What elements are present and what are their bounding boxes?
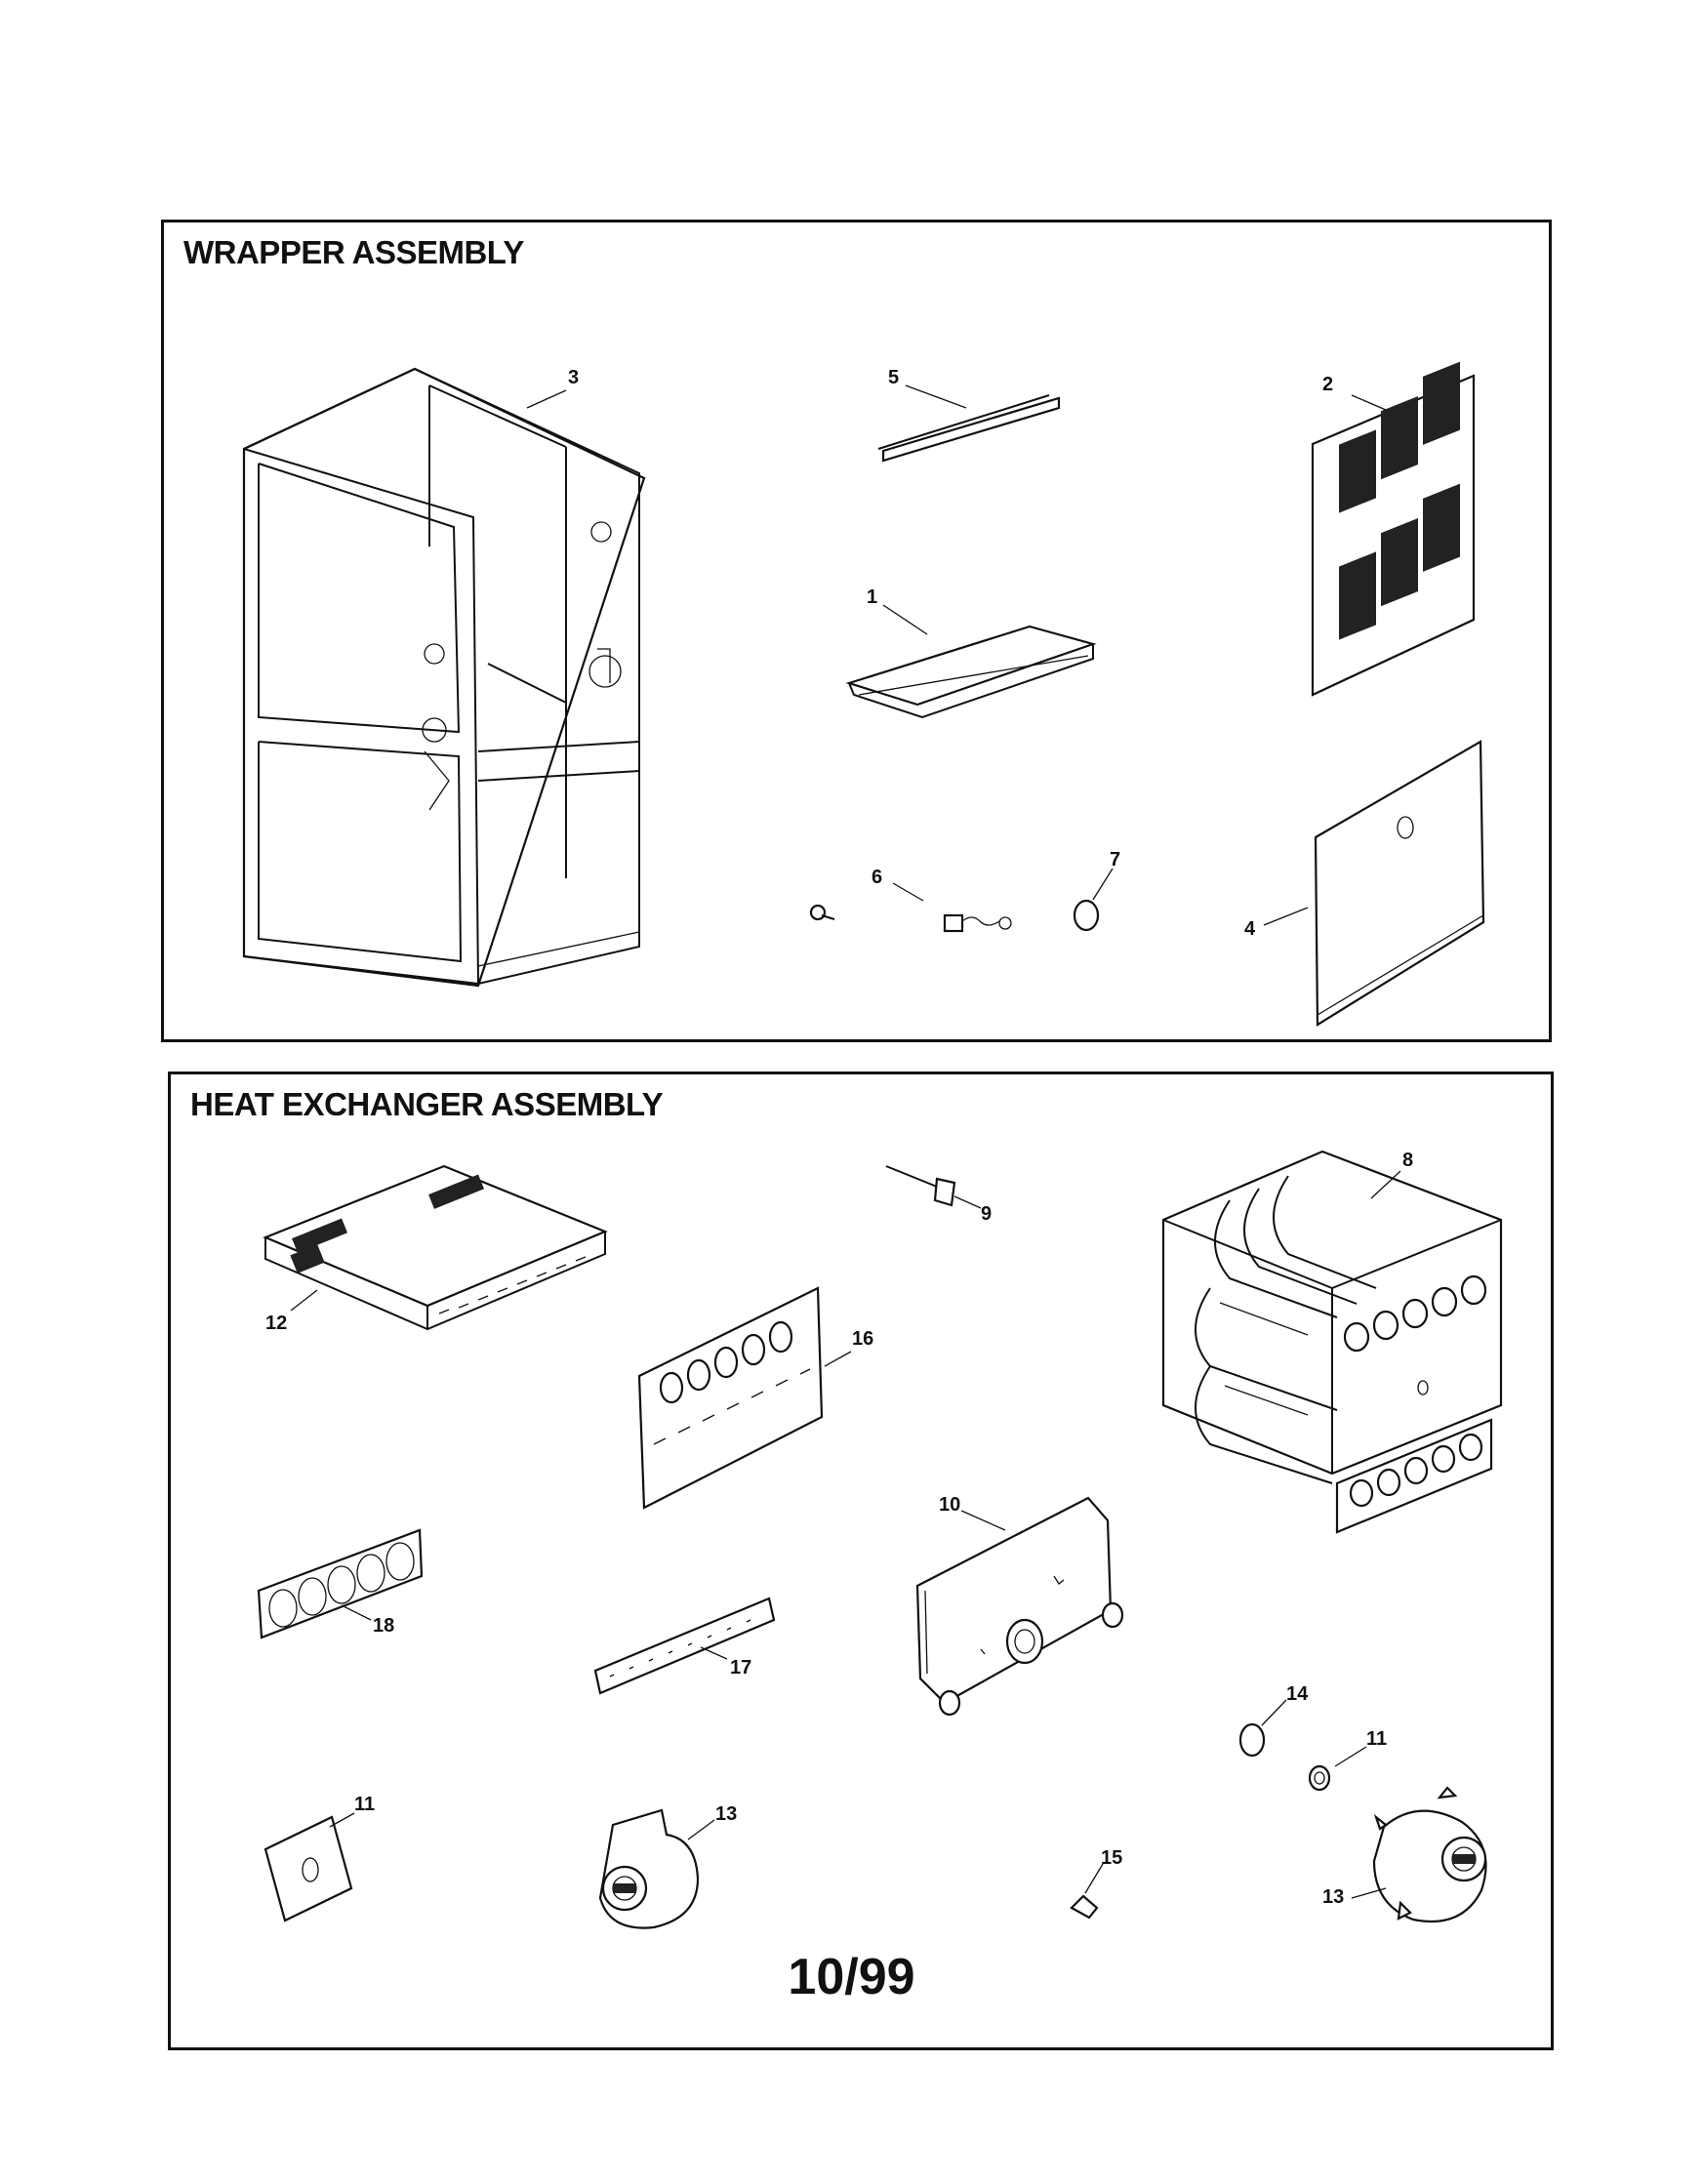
part-15-clip [1070, 1894, 1099, 1920]
part-13-inducer-left [598, 1808, 700, 1929]
callout-15: 15 [1084, 1847, 1122, 1894]
part-12-burner-box [263, 1164, 608, 1331]
callout-14: 14 [1261, 1683, 1309, 1726]
svg-text:10: 10 [939, 1494, 960, 1516]
part-14-gasket-ring [1238, 1722, 1266, 1758]
hx-port-row-lower [1349, 1433, 1483, 1508]
callout-13-left: 13 [687, 1803, 737, 1840]
svg-text:18: 18 [373, 1615, 394, 1637]
part-9-sensor-probe [885, 1165, 956, 1207]
svg-text:3: 3 [568, 367, 579, 388]
part-13-inducer-right [1372, 1786, 1487, 1923]
svg-text:17: 17 [730, 1657, 751, 1678]
callout-6: 6 [872, 867, 924, 902]
part-1-blower-deck [845, 625, 1097, 719]
callout-17: 17 [700, 1646, 751, 1678]
part-5-top-rail [877, 394, 1061, 463]
svg-text:6: 6 [872, 867, 882, 888]
svg-text:15: 15 [1101, 1847, 1122, 1869]
svg-text:14: 14 [1286, 1683, 1309, 1705]
svg-text:11: 11 [354, 1794, 375, 1815]
svg-text:16: 16 [852, 1328, 873, 1350]
svg-text:11: 11 [1366, 1728, 1387, 1750]
wrapper-assembly-panel: WRAPPER ASSEMBLY [161, 220, 1552, 1042]
callout-13-right: 13 [1322, 1886, 1387, 1908]
svg-text:12: 12 [265, 1313, 287, 1334]
callout-3: 3 [526, 367, 579, 409]
svg-text:8: 8 [1402, 1150, 1413, 1171]
callout-5: 5 [888, 367, 967, 409]
page-number: 10/99 [788, 1949, 915, 2005]
part-8-heat-exchanger [1161, 1150, 1503, 1534]
part-6-latch-hardware [809, 904, 1012, 933]
callout-4: 4 [1244, 907, 1309, 940]
callout-9: 9 [953, 1195, 992, 1225]
part-2-grille-door [1311, 361, 1476, 697]
callout-2: 2 [1322, 374, 1387, 411]
part-7-plug [1073, 899, 1100, 932]
part-17-manifold-strip [593, 1597, 776, 1695]
part-4-blower-door [1314, 740, 1485, 1027]
part-18-gasket [257, 1528, 424, 1639]
hx-port-row-upper [1343, 1274, 1487, 1353]
callout-7: 7 [1092, 849, 1120, 901]
svg-text:2: 2 [1322, 374, 1333, 395]
callout-1: 1 [867, 586, 928, 635]
grille-vents-upper [1339, 361, 1460, 640]
svg-text:4: 4 [1244, 918, 1256, 940]
callout-8: 8 [1370, 1150, 1413, 1199]
wrapper-assembly-title: WRAPPER ASSEMBLY [183, 234, 524, 270]
part-10-collector-box [915, 1496, 1124, 1717]
part-11-washer [1308, 1764, 1331, 1792]
callout-10: 10 [939, 1494, 1006, 1531]
svg-text:13: 13 [1322, 1886, 1344, 1908]
callout-11-left: 11 [329, 1794, 375, 1828]
part-11-gasket-plate [264, 1815, 353, 1922]
callout-18: 18 [341, 1604, 394, 1637]
svg-text:7: 7 [1110, 849, 1120, 870]
heat-exchanger-assembly-title: HEAT EXCHANGER ASSEMBLY [190, 1086, 664, 1122]
callout-16: 16 [824, 1328, 873, 1367]
heat-exchanger-assembly-panel: HEAT EXCHANGER ASSEMBLY [168, 1072, 1554, 2050]
svg-text:13: 13 [715, 1803, 737, 1825]
part-3-cabinet-wrapper [242, 367, 646, 988]
svg-text:1: 1 [867, 586, 877, 608]
part-16-mounting-plate [637, 1286, 824, 1510]
svg-text:9: 9 [981, 1203, 992, 1225]
svg-text:5: 5 [888, 367, 899, 388]
callout-11-right: 11 [1334, 1728, 1387, 1767]
callout-12: 12 [265, 1289, 318, 1334]
